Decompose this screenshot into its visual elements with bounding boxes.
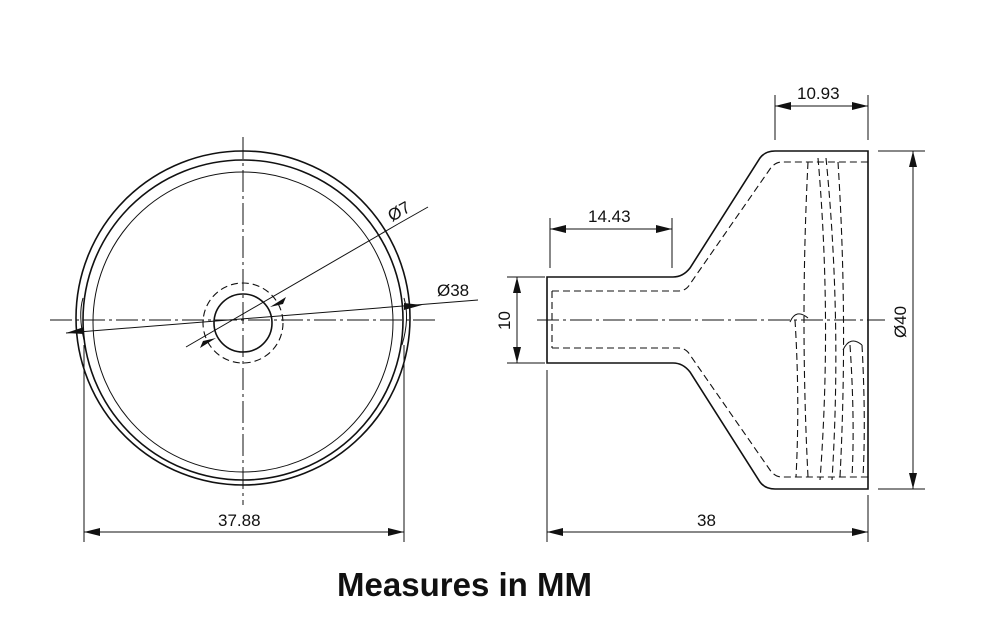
side-view: 10.93 14.43 10 Ø40 38 [495, 84, 925, 542]
neck-length-label: 14.43 [588, 207, 631, 226]
overall-diameter-arrow-bottom [909, 473, 917, 489]
hole-diameter-label: Ø7 [385, 198, 414, 226]
thread-start-top [789, 313, 809, 323]
side-outline [546, 150, 869, 490]
neck-diameter-arrow-top [513, 277, 521, 293]
top-width-label: 10.93 [797, 84, 840, 103]
groove-hidden-3 [825, 157, 837, 481]
neck-diameter-label: 10 [495, 311, 514, 330]
front-width-arrow-right [388, 528, 404, 536]
front-width-label: 37.88 [218, 511, 261, 530]
hole-diameter-arrow-a [270, 297, 286, 307]
overall-length-arrow-right [852, 528, 868, 536]
units-caption: Measures in MM [337, 566, 592, 603]
rim-diameter-arrow-b [404, 303, 422, 310]
top-width-arrow-left [775, 102, 791, 110]
neck-length-arrow-right [656, 225, 672, 233]
front-view: Ø7 Ø38 37.88 [50, 137, 479, 542]
rim-diameter-label: Ø38 [437, 281, 469, 300]
front-width-arrow-left [84, 528, 100, 536]
groove-hidden-2 [817, 157, 827, 481]
groove-hidden-7 [794, 319, 799, 478]
hole-diameter-leader [185, 223, 399, 348]
hole-diameter-arrow-b [200, 338, 216, 348]
top-width-arrow-right [852, 102, 868, 110]
rim-diameter-arrow-a [66, 327, 84, 334]
neck-diameter-arrow-bottom [513, 347, 521, 363]
hole-diameter-leader-ext [397, 206, 429, 225]
groove-hidden-5 [849, 344, 854, 478]
neck-length-arrow-left [550, 225, 566, 233]
overall-diameter-label: Ø40 [891, 306, 910, 338]
thread-start-bottom [842, 340, 863, 351]
overall-length-label: 38 [697, 511, 716, 530]
rim-seam-left [80, 297, 85, 341]
overall-diameter-arrow-top [909, 151, 917, 167]
groove-hidden-6 [861, 344, 865, 478]
overall-length-arrow-left [547, 528, 563, 536]
